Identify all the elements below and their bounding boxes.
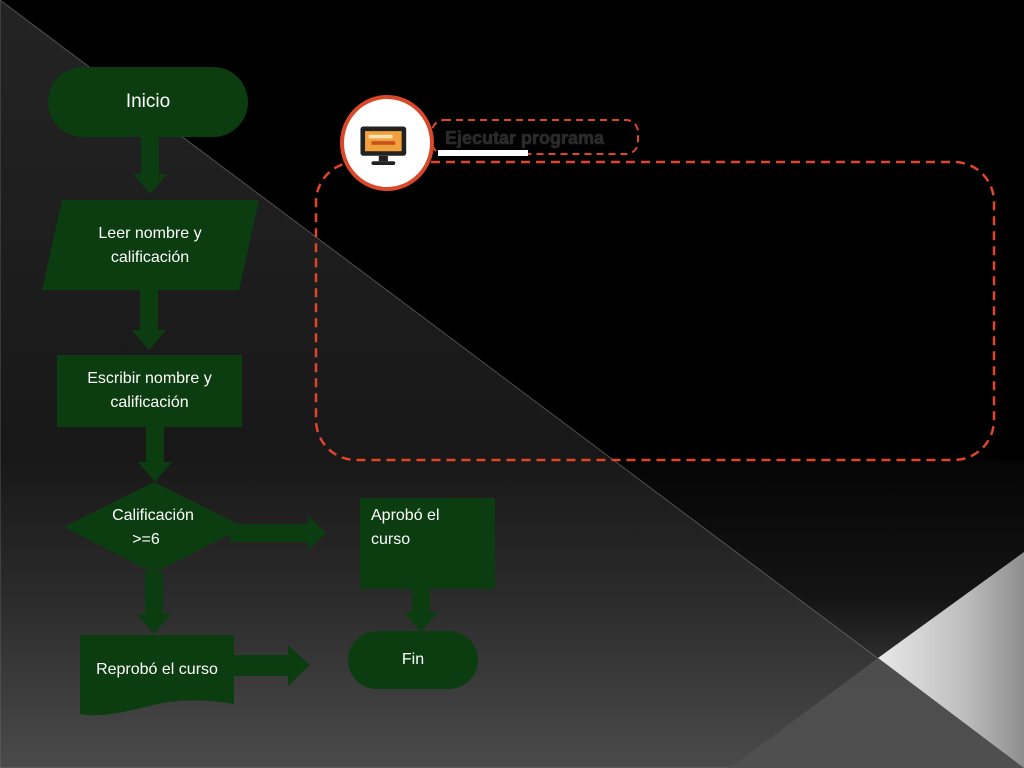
fail-label: Reprobó el curso (96, 661, 218, 678)
panel-title-underline (438, 150, 528, 156)
flow-arrows (132, 137, 438, 686)
decision-label: Calificación >=6 (93, 504, 213, 552)
monitor-icon (360, 126, 407, 165)
pass-node (360, 498, 495, 589)
arrow-pass-to-end (404, 588, 438, 632)
read-label-line2: calificación (110, 249, 190, 266)
end-label: Fin (401, 651, 425, 668)
arrow-decision-to-pass (230, 516, 326, 550)
panel-title: Ejecutar programa (445, 128, 605, 148)
arrow-fail-out (232, 645, 310, 686)
monitor-badge (340, 95, 434, 191)
pass-label-line1: Aprobó el (371, 507, 440, 524)
write-label: Escribir nombre y calificación (57, 367, 242, 415)
write-label-line2: calificación (110, 394, 189, 411)
pass-label-line2: curso (371, 531, 411, 548)
read-node (42, 200, 259, 290)
arrow-decision-to-fail (137, 572, 171, 634)
start-label: Inicio (125, 91, 171, 112)
read-label: Leer nombre y calificación (60, 222, 240, 270)
output-panel (314, 160, 996, 462)
decision-label-line1: Calificación (112, 507, 194, 524)
fail-node (80, 635, 234, 716)
arrow-read-to-write (132, 290, 166, 350)
write-label-line1: Escribir nombre y (87, 370, 212, 387)
read-label-line1: Leer nombre y (98, 225, 202, 242)
start-node (48, 67, 248, 137)
arrow-start-to-read (133, 137, 167, 194)
decision-label-line2: >=6 (132, 531, 160, 548)
decision-node (64, 482, 244, 573)
end-node (348, 631, 478, 689)
write-node (57, 355, 242, 427)
pass-label: Aprobó el curso (371, 504, 491, 552)
arrow-write-to-decision (138, 426, 172, 482)
